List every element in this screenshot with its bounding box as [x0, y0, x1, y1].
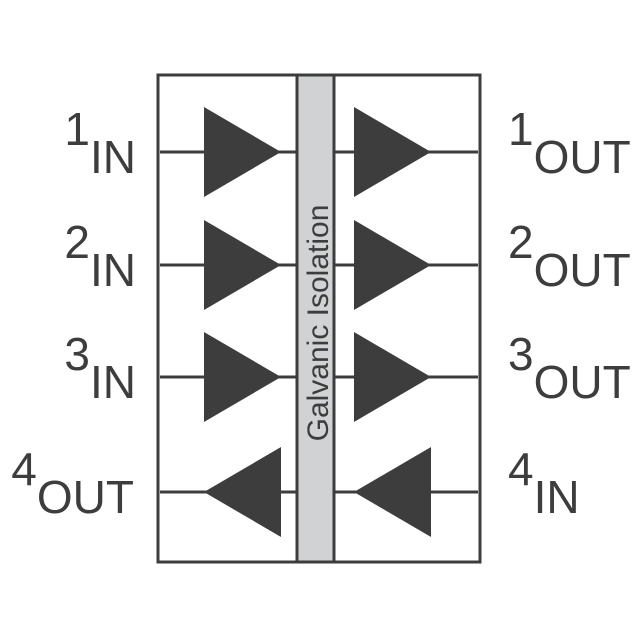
- channel-3-right-buffer: [354, 332, 431, 422]
- pin-4-right-label: 4IN: [508, 443, 580, 523]
- pin-1-right-number: 1: [508, 103, 534, 155]
- channel-2-right-buffer: [354, 220, 431, 310]
- pin-2-right-number: 2: [508, 216, 534, 268]
- pin-2-right-role: OUT: [534, 244, 631, 296]
- pin-1-left-role: IN: [90, 131, 136, 183]
- channel-1-left-buffer: [204, 107, 281, 197]
- pin-3-right-number: 3: [508, 328, 534, 380]
- pin-1-right-role: OUT: [534, 131, 631, 183]
- pin-1-left-label: 1IN: [64, 103, 136, 183]
- pin-3-right-label: 3OUT: [508, 328, 631, 408]
- pin-1-right-label: 1OUT: [508, 103, 631, 183]
- pin-4-left-number: 4: [11, 443, 37, 495]
- isolation-barrier: [295, 73, 336, 564]
- pin-2-right-label: 2OUT: [508, 216, 631, 296]
- channel-3-left-buffer: [204, 332, 281, 422]
- pin-3-left-label: 3IN: [64, 328, 136, 408]
- channel-1-right-buffer: [354, 107, 431, 197]
- pin-3-right-role: OUT: [534, 356, 631, 408]
- pin-1-left-number: 1: [64, 103, 90, 155]
- pin-4-right-number: 4: [508, 443, 534, 495]
- pin-2-left-role: IN: [90, 244, 136, 296]
- pin-4-left-label: 4OUT: [11, 443, 134, 523]
- channel-2-left-buffer: [204, 220, 281, 310]
- pin-3-left-number: 3: [64, 328, 90, 380]
- pin-2-left-number: 2: [64, 216, 90, 268]
- pin-4-right-role: IN: [534, 471, 580, 523]
- isolation-barrier-label: Galvanic Isolation: [302, 205, 335, 442]
- pin-3-left-role: IN: [90, 356, 136, 408]
- pin-2-left-label: 2IN: [64, 216, 136, 296]
- channel-4-right-buffer: [354, 447, 431, 537]
- pin-4-left-role: OUT: [37, 471, 134, 523]
- channel-4-left-buffer: [204, 447, 281, 537]
